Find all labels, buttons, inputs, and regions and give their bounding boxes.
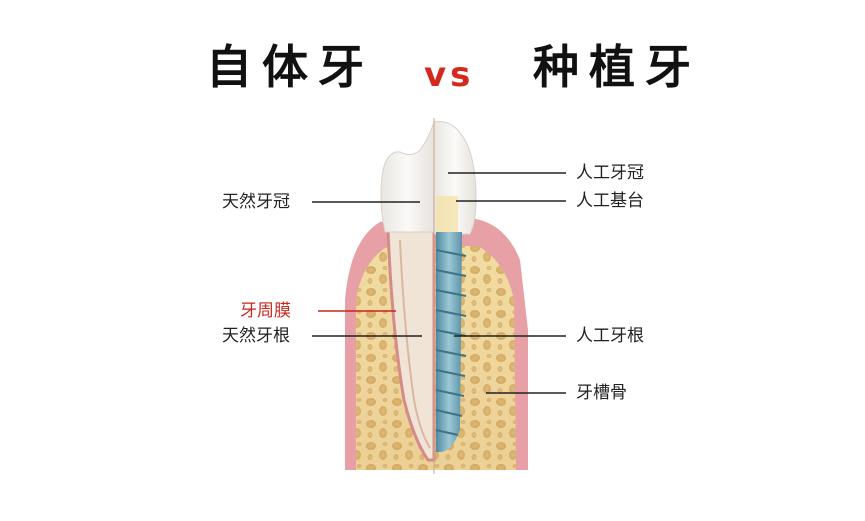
title-implant-tooth: 种植牙 bbox=[533, 40, 701, 94]
label-artificial-crown: 人工牙冠 bbox=[576, 163, 644, 183]
abutment-shape bbox=[436, 196, 458, 234]
label-implant-root: 人工牙根 bbox=[576, 326, 644, 346]
label-abutment: 人工基台 bbox=[576, 191, 644, 211]
label-natural-crown: 天然牙冠 bbox=[222, 192, 290, 212]
label-alveolar-bone: 牙槽骨 bbox=[576, 383, 627, 403]
natural-root-shape bbox=[386, 228, 436, 462]
implant-screw-shape bbox=[436, 232, 462, 452]
label-natural-root: 天然牙根 bbox=[222, 326, 290, 346]
title-natural-tooth: 自体牙 bbox=[206, 40, 374, 94]
natural-crown-shape bbox=[380, 121, 435, 233]
title-vs: vs bbox=[424, 55, 475, 95]
label-periodontal-ligament: 牙周膜 bbox=[240, 301, 291, 321]
